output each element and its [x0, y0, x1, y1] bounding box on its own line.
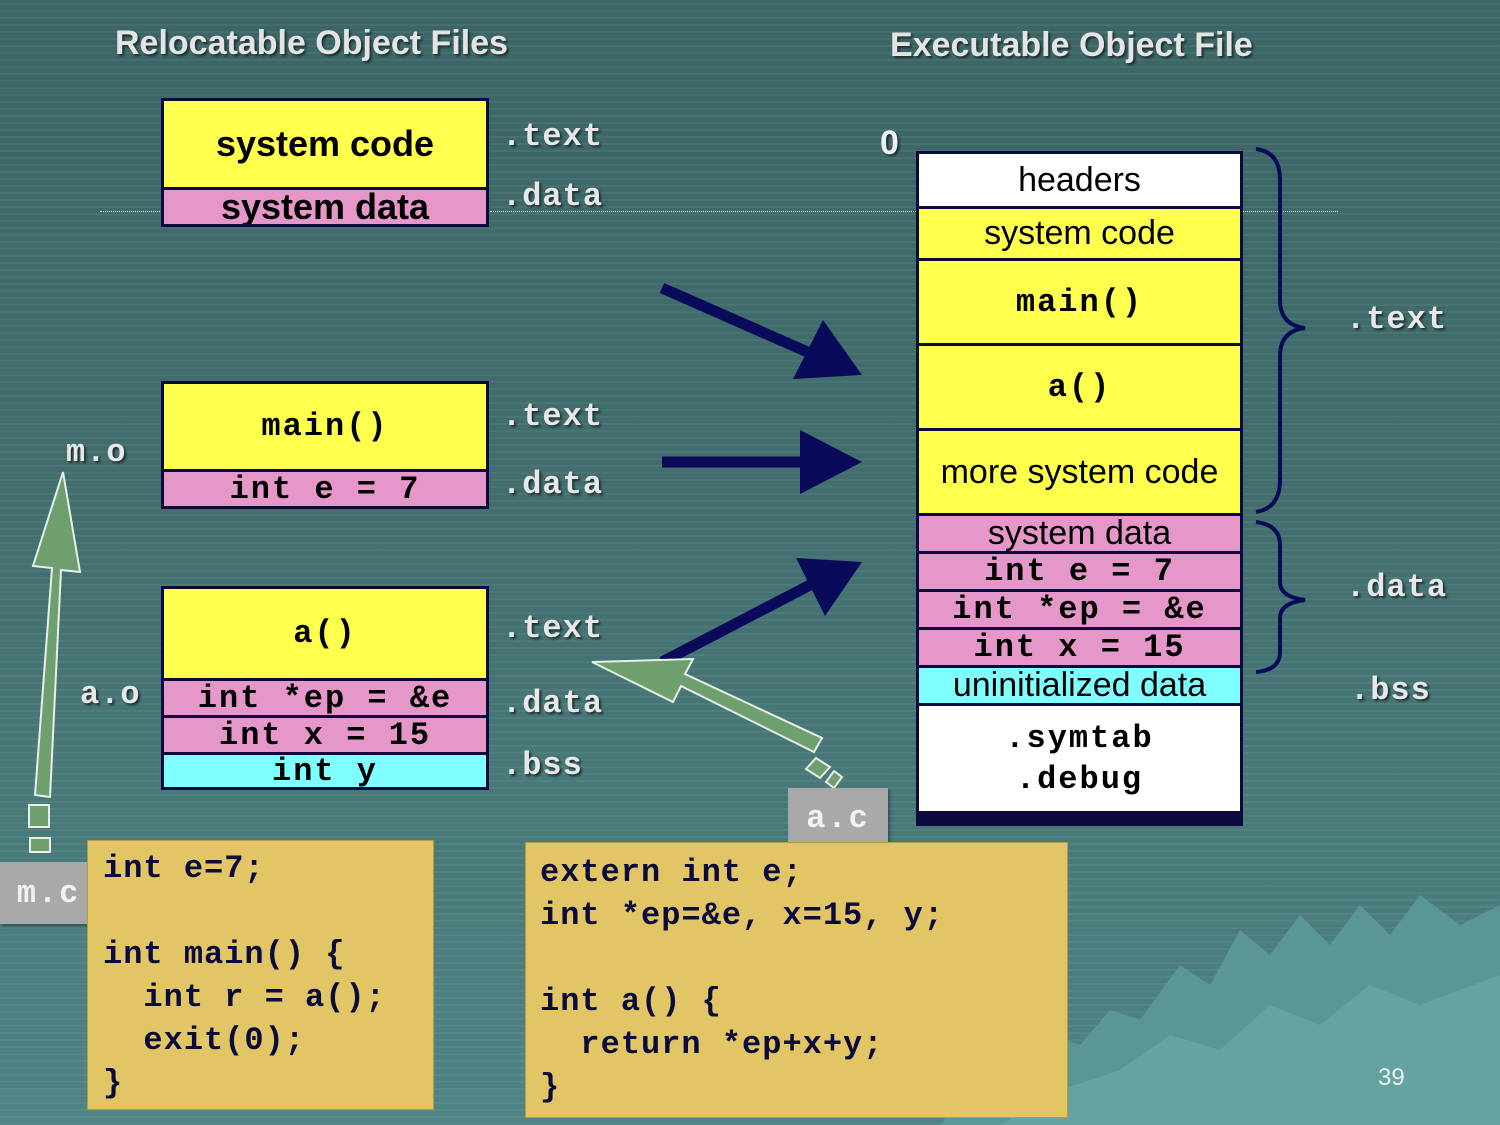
- code-line: exit(0);: [103, 1022, 306, 1059]
- system-code-segment: system code: [164, 101, 486, 187]
- executable-box: headers system code main() a() more syst…: [916, 151, 1243, 826]
- a-o-bss-label: .bss: [502, 747, 583, 784]
- exe-symtab-text: .symtab: [1005, 719, 1154, 757]
- exe-bss-label: .bss: [1350, 672, 1431, 709]
- m-o-box: main() int e = 7: [161, 381, 489, 509]
- address-zero-label: 0: [880, 124, 899, 162]
- green-arrow-m-c: [28, 471, 82, 853]
- system-object-box: system code system data: [161, 98, 489, 227]
- divider-right: [1242, 211, 1338, 212]
- exe-system-code-segment: system code: [919, 206, 1240, 258]
- mountain-backdrop: [940, 895, 1500, 1125]
- divider-left: [100, 211, 160, 212]
- code-line: }: [540, 1069, 561, 1106]
- exe-text-label: .text: [1346, 301, 1448, 338]
- arrow-m-o-to-exe: [662, 430, 862, 494]
- green-arrow-a-c: [591, 657, 844, 790]
- exe-data-label: .data: [1346, 569, 1448, 606]
- exe-int-ep-segment: int *ep = &e: [919, 589, 1240, 627]
- code-line: int r = a();: [103, 979, 386, 1016]
- a-o-bss-segment: int y: [164, 752, 486, 787]
- a-o-text-label: .text: [502, 610, 604, 647]
- exe-main-segment: main(): [919, 258, 1240, 343]
- arrow-a-o-to-exe: [659, 558, 862, 667]
- arrow-system-to-exe: [659, 282, 862, 379]
- right-brace-data: [1255, 520, 1306, 674]
- executable-heading: Executable Object File: [890, 26, 1253, 64]
- a-o-box: a() int *ep = &e int x = 15 int y: [161, 586, 489, 790]
- exe-symtab-debug-segment: .symtab .debug: [919, 703, 1240, 811]
- divider-middle: [490, 211, 920, 212]
- m-o-text-segment: main(): [164, 384, 486, 469]
- m-c-tag: m.c: [0, 862, 97, 924]
- m-o-text-label: .text: [502, 398, 604, 435]
- code-line: return *ep+x+y;: [540, 1026, 884, 1063]
- m-c-source-code: int e=7; int main() { int r = a(); exit(…: [103, 847, 433, 1105]
- exe-more-system-code-segment: more system code: [919, 428, 1240, 513]
- exe-a-segment: a(): [919, 343, 1240, 428]
- a-c-source-box: extern int e; int *ep=&e, x=15, y; int a…: [525, 842, 1068, 1118]
- code-line: extern int e;: [540, 854, 803, 891]
- right-brace-text: [1255, 147, 1306, 514]
- page-number: 39: [1378, 1064, 1405, 1091]
- exe-int-x-segment: int x = 15: [919, 627, 1240, 665]
- m-o-data-label: .data: [502, 466, 604, 503]
- system-data-segment: system data: [164, 187, 486, 224]
- code-line: int *ep=&e, x=15, y;: [540, 897, 945, 934]
- a-c-tag: a.c: [788, 788, 888, 848]
- code-line: }: [103, 1065, 124, 1102]
- code-line: int e=7;: [103, 850, 265, 887]
- a-o-data-row: int *ep = &e: [164, 678, 486, 715]
- exe-uninitialized-segment: uninitialized data: [919, 665, 1240, 703]
- system-data-label: .data: [502, 178, 604, 215]
- exe-system-data-segment: system data: [919, 513, 1240, 551]
- code-line: int main() {: [103, 936, 346, 973]
- a-o-data-row: int x = 15: [164, 715, 486, 752]
- a-c-source-code: extern int e; int *ep=&e, x=15, y; int a…: [540, 851, 1067, 1109]
- exe-debug-text: .debug: [1015, 760, 1144, 798]
- system-text-label: .text: [502, 118, 604, 155]
- a-o-text-segment: a(): [164, 589, 486, 678]
- exe-headers-segment: headers: [919, 154, 1240, 206]
- a-o-data-label: .data: [502, 685, 604, 722]
- exe-int-e-segment: int e = 7: [919, 551, 1240, 589]
- m-o-file-label: m.o: [66, 434, 127, 471]
- relocatable-heading: Relocatable Object Files: [115, 24, 509, 62]
- code-line: int a() {: [540, 983, 722, 1020]
- m-o-data-segment: int e = 7: [164, 469, 486, 506]
- a-o-file-label: a.o: [80, 676, 141, 713]
- m-c-source-box: int e=7; int main() { int r = a(); exit(…: [87, 840, 434, 1110]
